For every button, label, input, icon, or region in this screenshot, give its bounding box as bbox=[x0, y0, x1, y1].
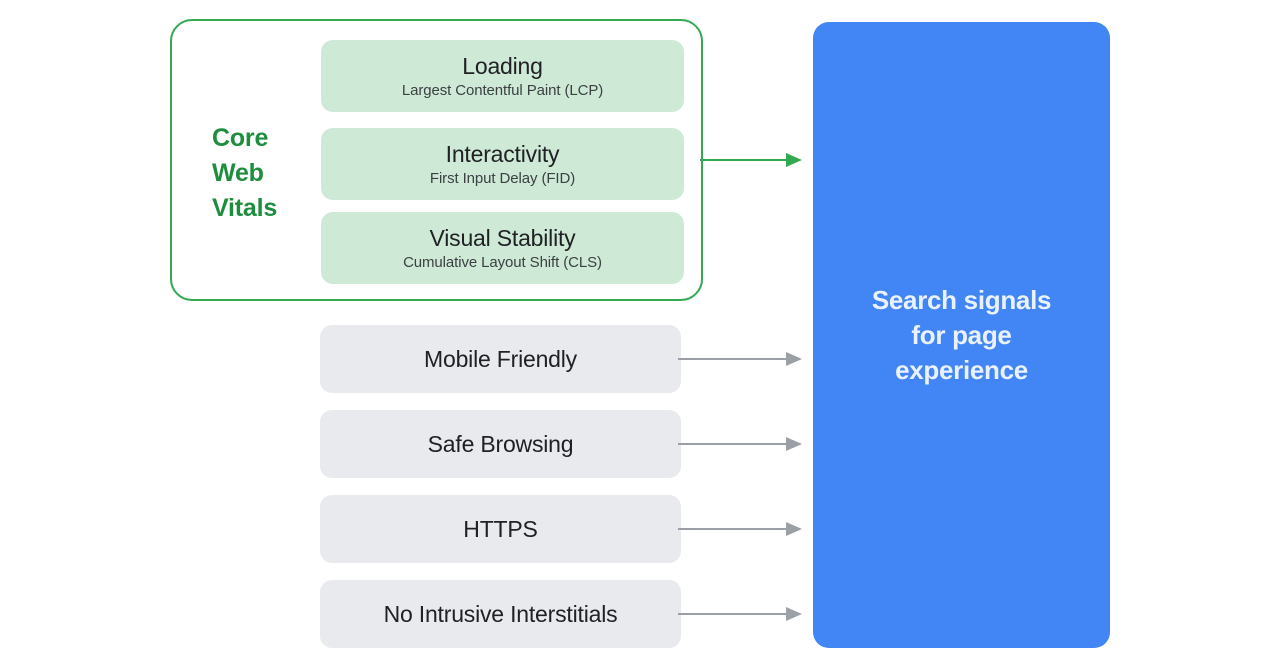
core-web-vitals-group: Core Web Vitals Loading Largest Contentf… bbox=[170, 19, 703, 301]
signal-label: No Intrusive Interstitials bbox=[383, 600, 618, 627]
vital-card-loading[interactable]: Loading Largest Contentful Paint (LCP) bbox=[321, 40, 684, 112]
core-web-vitals-label-line-3: Vitals bbox=[212, 194, 278, 222]
vital-title: Interactivity bbox=[445, 140, 560, 167]
signal-label: Safe Browsing bbox=[427, 430, 574, 457]
search-signals-label: Search signals for page experience bbox=[871, 283, 1052, 388]
core-web-vitals-label: Core Web Vitals bbox=[212, 121, 312, 226]
arrow-mobile-friendly-icon bbox=[678, 349, 804, 369]
arrow-safe-browsing-icon bbox=[678, 434, 804, 454]
vital-metric: First Input Delay (FID) bbox=[429, 169, 576, 187]
search-signals-line-3: experience bbox=[895, 354, 1028, 385]
core-web-vitals-label-line-2: Web bbox=[212, 159, 264, 187]
signal-label: HTTPS bbox=[463, 515, 538, 542]
vital-card-interactivity[interactable]: Interactivity First Input Delay (FID) bbox=[321, 128, 684, 200]
vital-card-visual-stability[interactable]: Visual Stability Cumulative Layout Shift… bbox=[321, 212, 684, 284]
search-signals-panel[interactable]: Search signals for page experience bbox=[813, 22, 1110, 648]
arrow-https-icon bbox=[678, 519, 804, 539]
signal-label: Mobile Friendly bbox=[424, 345, 577, 372]
vital-metric: Largest Contentful Paint (LCP) bbox=[401, 81, 604, 99]
search-signals-line-2: for page bbox=[911, 319, 1012, 350]
search-signals-line-1: Search signals bbox=[871, 284, 1052, 315]
arrow-no-intrusive-interstitials-icon bbox=[678, 604, 804, 624]
signal-card-mobile-friendly[interactable]: Mobile Friendly bbox=[320, 325, 681, 393]
vital-metric: Cumulative Layout Shift (CLS) bbox=[403, 253, 602, 271]
core-web-vitals-label-line-1: Core bbox=[212, 124, 269, 152]
signal-card-https[interactable]: HTTPS bbox=[320, 495, 681, 563]
signal-card-no-intrusive-interstitials[interactable]: No Intrusive Interstitials bbox=[320, 580, 681, 648]
vital-title: Loading bbox=[462, 52, 543, 79]
vital-title: Visual Stability bbox=[429, 224, 576, 251]
signal-card-safe-browsing[interactable]: Safe Browsing bbox=[320, 410, 681, 478]
arrow-core-web-vitals-icon bbox=[700, 150, 804, 170]
